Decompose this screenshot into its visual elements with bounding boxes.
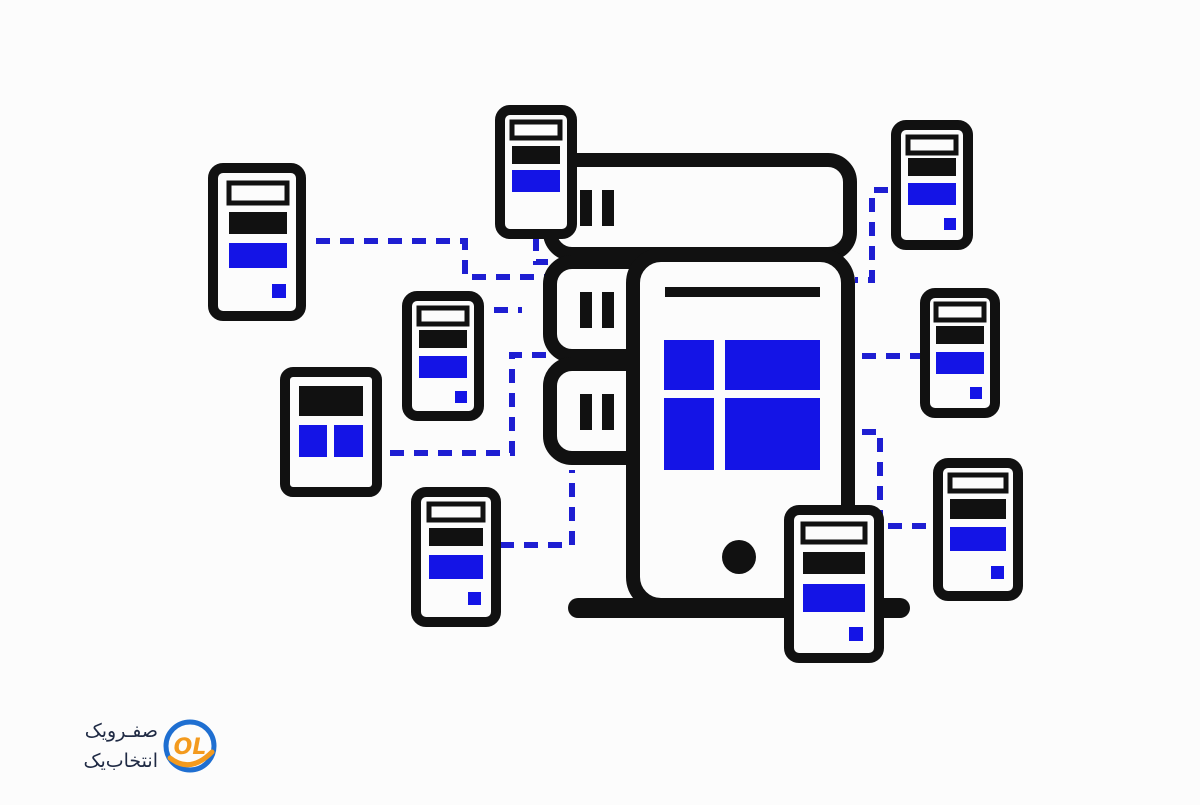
connectors	[316, 187, 935, 548]
connector-bottom-left	[500, 470, 575, 548]
brand-mark-icon: OL	[163, 719, 217, 773]
connector-top-center	[533, 237, 548, 265]
connector-top-right	[855, 187, 888, 283]
client-tablet	[280, 367, 382, 497]
monitor-top-bar	[665, 287, 820, 297]
brand-name-line2: انتخاب‌یک	[83, 750, 158, 772]
client-bottom-right	[933, 458, 1023, 601]
brand-mark-letters: OL	[174, 735, 207, 760]
screen-tile-2	[725, 340, 820, 390]
client-front	[784, 505, 884, 663]
client-top-right	[891, 120, 973, 250]
client-mid-right	[920, 288, 1000, 418]
screen-tile-3	[664, 398, 714, 470]
screen-tile-1	[664, 340, 714, 390]
brand-name-line1: صفـرویک	[84, 720, 158, 742]
client-mid-left	[402, 291, 484, 421]
power-button	[722, 540, 756, 574]
connector-tablet	[390, 352, 550, 456]
rack-unit-1	[543, 153, 857, 261]
screen-tile-4	[725, 398, 820, 470]
connector-right-lower	[862, 429, 935, 529]
client-bottom-left	[411, 487, 501, 627]
rack-slots	[580, 190, 614, 430]
brand-logo: صفـرویک انتخاب‌یک OL	[18, 710, 228, 790]
client-top-left	[208, 163, 306, 321]
client-top-center	[495, 105, 577, 239]
connector-top-left	[316, 238, 548, 280]
